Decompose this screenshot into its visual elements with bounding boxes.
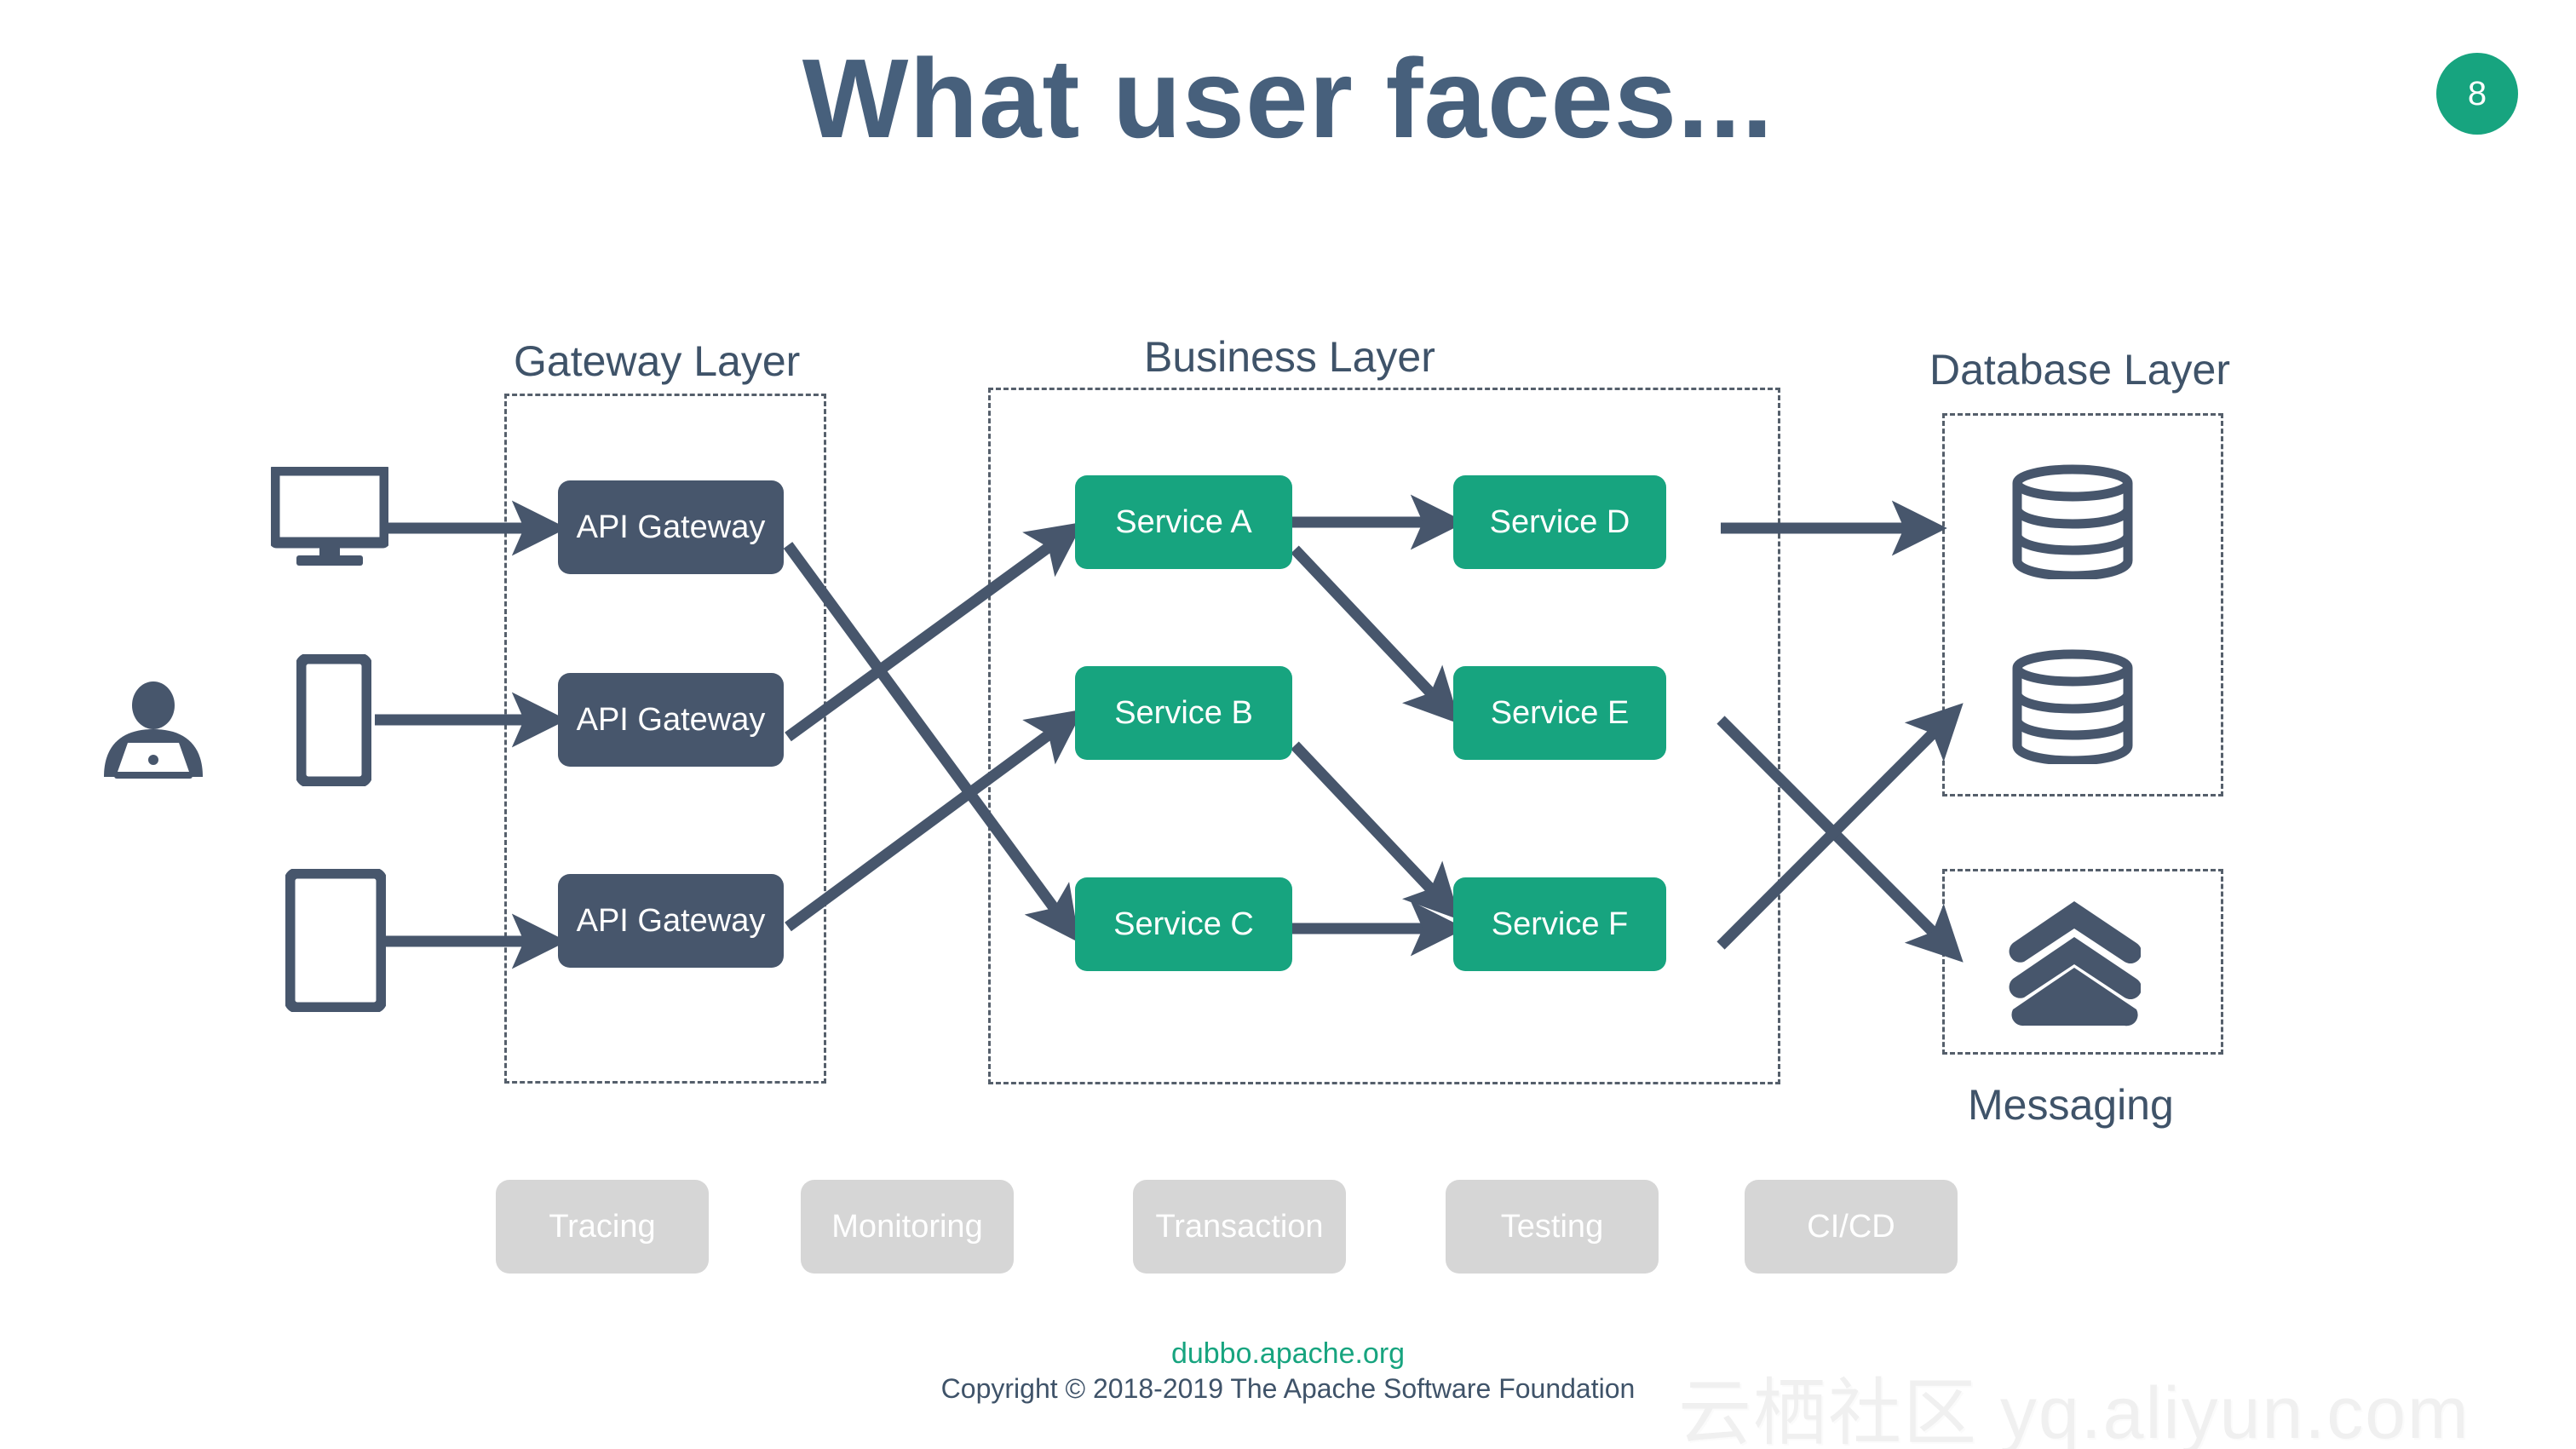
pill-label: CI/CD xyxy=(1807,1208,1895,1245)
footer-copyright: Copyright © 2018-2019 The Apache Softwar… xyxy=(940,1373,1636,1404)
node-label: Service A xyxy=(1115,503,1252,540)
person-with-laptop-icon xyxy=(94,681,213,779)
node-service-f[interactable]: Service F xyxy=(1453,877,1666,971)
pill-label: Monitoring xyxy=(831,1208,983,1245)
node-api-gateway-3[interactable]: API Gateway xyxy=(558,874,784,968)
node-label: API Gateway xyxy=(576,701,766,738)
node-api-gateway-2[interactable]: API Gateway xyxy=(558,673,784,767)
capability-pill-cicd[interactable]: CI/CD xyxy=(1745,1180,1958,1274)
database-layer-box xyxy=(1942,413,2223,796)
pill-label: Transaction xyxy=(1155,1208,1324,1245)
mobile-phone-icon xyxy=(295,653,373,788)
node-label: API Gateway xyxy=(576,902,766,939)
database-layer-label: Database Layer xyxy=(1929,346,2231,394)
messaging-label: Messaging xyxy=(1968,1081,2174,1129)
capability-pill-tracing[interactable]: Tracing xyxy=(496,1180,709,1274)
page-title: What user faces... xyxy=(802,36,1774,161)
node-service-c[interactable]: Service C xyxy=(1075,877,1292,971)
node-service-e[interactable]: Service E xyxy=(1453,666,1666,760)
database-cylinder-icon-2 xyxy=(2009,649,2136,766)
node-label: Service F xyxy=(1491,906,1629,942)
stacked-layers-icon xyxy=(2009,896,2142,1028)
database-cylinder-icon-1 xyxy=(2009,464,2136,581)
node-label: Service B xyxy=(1114,694,1253,731)
footer-site-link[interactable]: dubbo.apache.org xyxy=(1170,1337,1406,1370)
business-layer-label: Business Layer xyxy=(1144,333,1435,381)
page-number-badge: 8 xyxy=(2436,53,2518,135)
node-label: Service D xyxy=(1489,503,1630,540)
pill-label: Tracing xyxy=(549,1208,656,1245)
node-label: API Gateway xyxy=(576,509,766,545)
desktop-monitor-icon xyxy=(268,464,391,569)
capability-pill-monitoring[interactable]: Monitoring xyxy=(801,1180,1014,1274)
node-label: Service C xyxy=(1113,906,1254,942)
gateway-layer-label: Gateway Layer xyxy=(514,337,801,385)
node-service-b[interactable]: Service B xyxy=(1075,666,1292,760)
watermark: 云栖社区 yq.aliyun.com xyxy=(1678,1372,2470,1449)
capability-pill-transaction[interactable]: Transaction xyxy=(1133,1180,1346,1274)
capability-pill-testing[interactable]: Testing xyxy=(1446,1180,1659,1274)
pill-label: Testing xyxy=(1500,1208,1604,1245)
node-label: Service E xyxy=(1490,694,1630,731)
node-service-a[interactable]: Service A xyxy=(1075,475,1292,569)
node-service-d[interactable]: Service D xyxy=(1453,475,1666,569)
tablet-icon xyxy=(284,867,388,1016)
node-api-gateway-1[interactable]: API Gateway xyxy=(558,480,784,574)
